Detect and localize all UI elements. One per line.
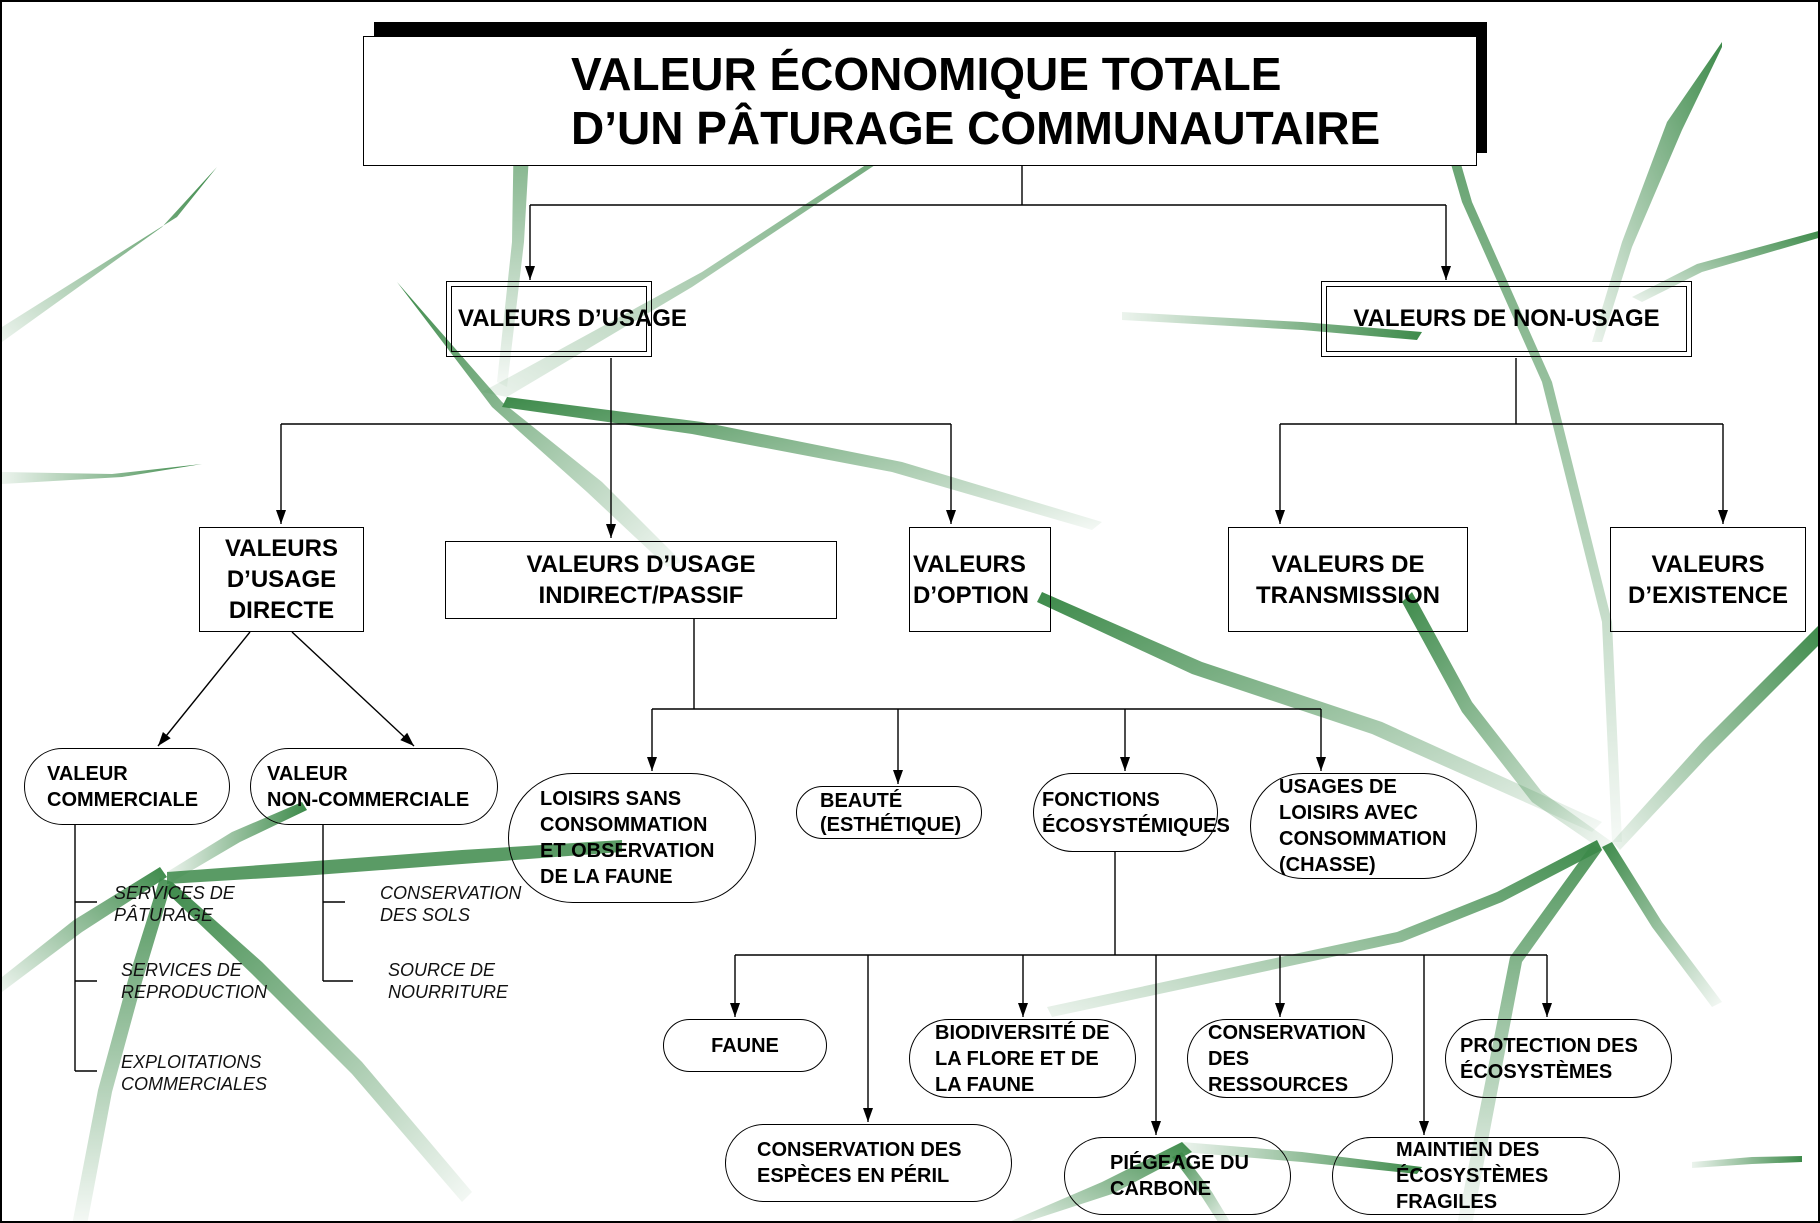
sub-item-reproduction-services: SERVICES DE REPRODUCTION: [121, 960, 268, 1002]
grass-blade: [1457, 844, 1602, 1221]
grass-blade: [502, 397, 1102, 530]
grass-blade: [1602, 842, 1722, 1007]
node-indirect-use-values: VALEURS D’USAGE INDIRECT/PASSIF: [445, 541, 837, 619]
node-ecosystem-protection: PROTECTION DES ÉCOSYSTÈMES: [1445, 1019, 1672, 1098]
grass-blade: [1402, 592, 1612, 850]
grass-blade: [1122, 312, 1422, 340]
node-endangered-species: CONSERVATION DES ESPÈCES EN PÉRIL: [725, 1124, 1012, 1202]
sub-item-grazing-services: SERVICES DE PÂTURAGE: [114, 883, 235, 925]
node-use-values: VALEURS D’USAGE: [446, 281, 687, 357]
grass-blade: [2, 167, 217, 342]
grass-blade: [167, 802, 307, 882]
title-line-2: D’UN PÂTURAGE COMMUNAUTAIRE: [571, 102, 1381, 154]
node-consumptive-leisure: USAGES DE LOISIRS AVEC CONSOMMATION (CHA…: [1250, 773, 1477, 879]
grass-blade: [1592, 42, 1722, 342]
grass-blade: [1037, 592, 1602, 832]
node-carbon-sequestration: PIÉGEAGE DU CARBONE: [1064, 1137, 1291, 1215]
node-non-commercial-value: VALEUR NON-COMMERCIALE: [250, 748, 498, 825]
grass-blade: [1047, 840, 1602, 1017]
grass-blade: [2, 464, 202, 484]
node-option-values: VALEURS D’OPTION: [909, 527, 1051, 632]
grass-blade: [1612, 626, 1818, 850]
grass-blade: [1632, 231, 1818, 302]
grass-blade: [2, 867, 167, 992]
sub-item-soil-conservation: CONSERVATION DES SOLS: [380, 883, 522, 925]
grass-blade: [1417, 47, 1622, 842]
grass-blade: [167, 840, 622, 884]
title-line-1: VALEUR ÉCONOMIQUE TOTALE: [571, 48, 1282, 100]
node-bequest-values: VALEURS DE TRANSMISSION: [1228, 527, 1468, 632]
sub-item-commercial-operations: EXPLOITATIONS COMMERCIALES: [121, 1052, 268, 1094]
node-direct-use-values: VALEURS D’USAGE DIRECTE: [199, 527, 364, 632]
grass-blade: [1172, 1152, 1230, 1221]
node-commercial-value: VALEUR COMMERCIALE: [24, 748, 230, 825]
node-non-use-values: VALEURS DE NON-USAGE: [1321, 281, 1692, 357]
node-biodiversity: BIODIVERSITÉ DE LA FLORE ET DE LA FAUNE: [909, 1019, 1136, 1098]
sub-item-food-source: SOURCE DE NOURRITURE: [388, 960, 508, 1002]
grass-blade: [1011, 1142, 1192, 1221]
node-fragile-ecosystems: MAINTIEN DES ÉCOSYSTÈMES FRAGILES: [1332, 1137, 1620, 1215]
diagram-title: VALEUR ÉCONOMIQUE TOTALE D’UN PÂTURAGE C…: [363, 36, 1477, 166]
node-existence-values: VALEURS D’EXISTENCE: [1610, 527, 1806, 632]
node-beauty-aesthetic: BEAUTÉ (ESTHÉTIQUE): [796, 786, 982, 839]
node-resource-conservation: CONSERVATION DES RESSOURCES: [1187, 1019, 1393, 1098]
grass-blade: [72, 878, 172, 1221]
node-fauna: FAUNE: [663, 1019, 827, 1072]
node-non-consumptive-leisure: LOISIRS SANS CONSOMMATION ET OBSERVATION…: [508, 773, 756, 903]
grass-blade: [164, 882, 472, 1202]
grass-blade: [1692, 1156, 1802, 1168]
node-ecosystem-functions: FONCTIONS ÉCOSYSTÉMIQUES: [1033, 773, 1230, 852]
grass-blade: [482, 72, 1082, 397]
